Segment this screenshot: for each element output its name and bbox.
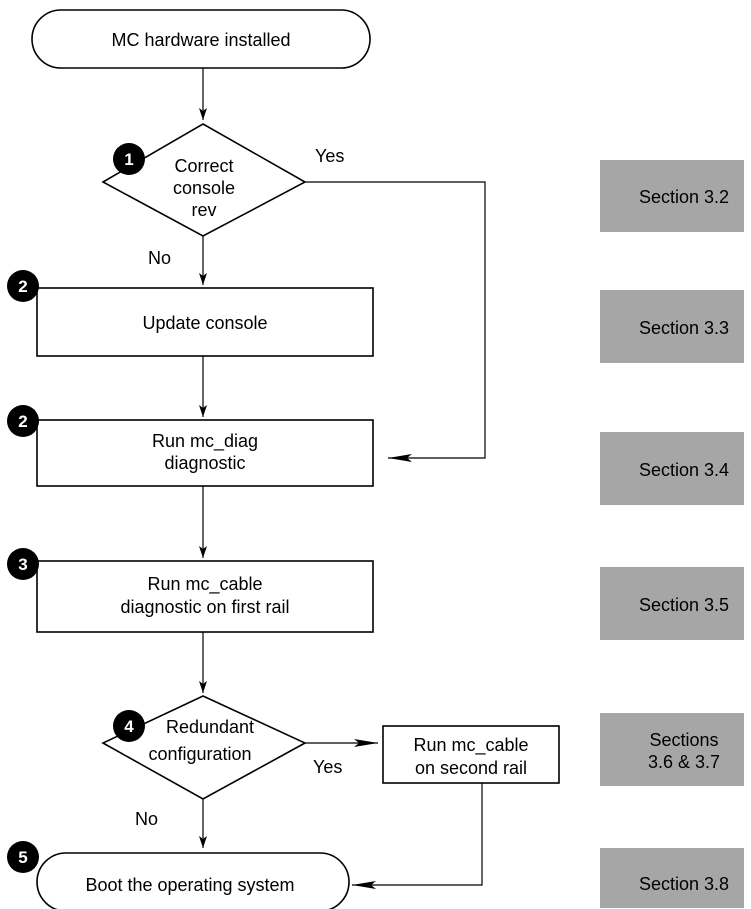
- arrow-decision1-yes-to-mcdiag: [305, 181, 486, 462]
- section-3-4-label: Section 3.4: [639, 460, 729, 480]
- decision-console-rev-line3: rev: [191, 200, 216, 220]
- badge-3: 3: [7, 548, 39, 580]
- section-box-3-6-3-7: Sections 3.6 & 3.7: [600, 713, 744, 786]
- run-mc-diag-line2: diagnostic: [164, 453, 245, 473]
- process-update-console: Update console: [36, 287, 374, 357]
- start-label: MC hardware installed: [111, 30, 290, 50]
- update-console-label: Update console: [142, 313, 267, 333]
- connectors: [199, 68, 486, 889]
- badge-3-number: 3: [18, 555, 27, 574]
- decision-redundant-line1: Redundant: [166, 717, 254, 737]
- section-3-2-label: Section 3.2: [639, 187, 729, 207]
- badge-2a: 2: [7, 270, 39, 302]
- section-3-8-label: Section 3.8: [639, 874, 729, 894]
- run-mc-cable-second-line1: Run mc_cable: [413, 735, 528, 756]
- section-box-3-2: Section 3.2: [600, 160, 744, 232]
- badge-2b-number: 2: [18, 412, 27, 431]
- start-terminator: MC hardware installed: [31, 9, 371, 69]
- arrow-second-rail-to-boot: [352, 783, 483, 889]
- section-box-3-5: Section 3.5: [600, 567, 744, 640]
- decision-console-rev-line2: console: [173, 178, 235, 198]
- yes-label-2: Yes: [313, 757, 342, 777]
- badge-2a-number: 2: [18, 277, 27, 296]
- no-label-2: No: [135, 809, 158, 829]
- section-3-6-3-7-line2: 3.6 & 3.7: [648, 752, 720, 772]
- decision-console-rev: Correct console rev: [101, 123, 307, 237]
- decision-redundant-line2: configuration: [148, 744, 251, 764]
- badge-5-number: 5: [18, 848, 27, 867]
- process-run-mc-cable-second: Run mc_cable on second rail: [382, 725, 560, 784]
- section-3-6-3-7-line1: Sections: [649, 730, 718, 750]
- badge-1: 1: [113, 143, 145, 175]
- run-mc-cable-first-line1: Run mc_cable: [147, 574, 262, 595]
- section-box-3-4: Section 3.4: [600, 432, 744, 505]
- badge-1-number: 1: [124, 150, 133, 169]
- badge-5: 5: [7, 841, 39, 873]
- section-box-3-8: Section 3.8: [600, 848, 744, 908]
- badge-2b: 2: [7, 405, 39, 437]
- no-label-1: No: [148, 248, 171, 268]
- process-run-mc-diag: Run mc_diag diagnostic: [36, 419, 374, 487]
- end-terminator: Boot the operating system: [36, 852, 350, 909]
- process-run-mc-cable-first: Run mc_cable diagnostic on first rail: [36, 560, 374, 633]
- section-3-3-label: Section 3.3: [639, 318, 729, 338]
- run-mc-cable-second-line2: on second rail: [415, 758, 527, 778]
- section-3-5-label: Section 3.5: [639, 595, 729, 615]
- badge-4: 4: [113, 710, 145, 742]
- decision-console-rev-line1: Correct: [174, 156, 233, 176]
- badge-4-number: 4: [124, 717, 134, 736]
- run-mc-cable-first-line2: diagnostic on first rail: [120, 597, 289, 617]
- end-label: Boot the operating system: [85, 875, 294, 895]
- run-mc-diag-line1: Run mc_diag: [152, 431, 258, 452]
- section-box-3-3: Section 3.3: [600, 290, 744, 363]
- yes-label-1: Yes: [315, 146, 344, 166]
